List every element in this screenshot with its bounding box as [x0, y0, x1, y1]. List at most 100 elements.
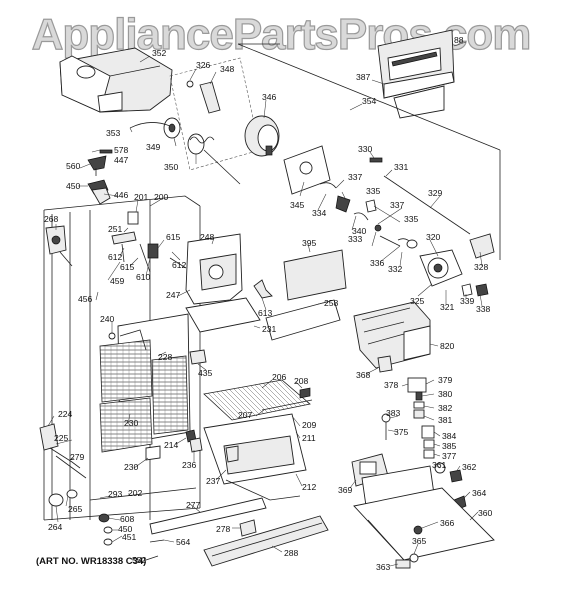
callout-237: 237: [206, 476, 221, 486]
callout-380: 380: [438, 389, 453, 399]
callout-383: 383: [386, 408, 401, 418]
callout-612-a: 612: [108, 252, 123, 262]
callout-610: 610: [136, 272, 151, 282]
icemaker-motor-325: [406, 239, 463, 287]
callout-224: 224: [58, 409, 73, 419]
callout-247: 247: [166, 290, 181, 300]
callout-369: 369: [338, 485, 353, 495]
callout-258: 258: [324, 298, 339, 308]
callout-560: 560: [66, 161, 81, 171]
callout-231: 231: [262, 324, 277, 334]
callout-200: 200: [154, 192, 169, 202]
auger-motor-346: [244, 115, 280, 157]
callout-345: 345: [290, 200, 305, 210]
callout-328: 328: [474, 262, 489, 272]
callout-337-b: 337: [390, 200, 405, 210]
callout-379: 379: [438, 375, 453, 385]
callout-214: 214: [164, 440, 179, 450]
callout-251: 251: [108, 224, 123, 234]
callout-446: 446: [114, 190, 129, 200]
base-rail-202: [89, 487, 197, 501]
bracket-446: [91, 187, 111, 205]
machine-compartment-360: [353, 465, 495, 561]
dashed-outline: [169, 57, 261, 171]
cover-258: [265, 299, 341, 341]
shutoff-arm-328: [469, 233, 495, 259]
callout-207: 207: [238, 410, 253, 420]
clip-339: [461, 283, 473, 297]
callout-330: 330: [358, 144, 373, 154]
callout-348: 348: [220, 64, 235, 74]
callout-451: 451: [122, 532, 137, 542]
callout-450-b: 450: [118, 524, 133, 534]
callout-387: 387: [356, 72, 371, 82]
callout-332: 332: [388, 264, 403, 274]
callout-334: 334: [312, 208, 327, 218]
callout-361: 361: [432, 460, 447, 470]
evaporator-228: [99, 313, 191, 453]
callout-325: 325: [410, 296, 425, 306]
callout-326: 326: [196, 60, 211, 70]
callout-338: 338: [476, 304, 491, 314]
callout-335-a: 335: [366, 186, 381, 196]
callout-337-a: 337: [348, 172, 363, 182]
valve-parts-378: [381, 377, 435, 459]
levers-337: [319, 182, 413, 247]
callout-279: 279: [70, 452, 85, 462]
thermostat-parts: [111, 211, 159, 273]
callout-88: 88: [454, 35, 464, 45]
icemaker-820: [353, 301, 431, 369]
callout-612-b: 612: [172, 260, 187, 270]
callout-265: 265: [68, 504, 83, 514]
callout-268: 268: [44, 214, 59, 224]
callout-456: 456: [78, 294, 93, 304]
callout-228: 228: [158, 352, 173, 362]
callout-366: 366: [440, 518, 455, 528]
light-socket-268: [45, 225, 73, 267]
leader-lines: [47, 41, 483, 567]
callout-354: 354: [362, 96, 377, 106]
callout-377: 377: [442, 451, 457, 461]
callout-320: 320: [426, 232, 441, 242]
callout-336: 336: [370, 258, 385, 268]
art-number: (ART NO. WR18338 C34): [36, 556, 147, 567]
callout-615-a: 615: [166, 232, 181, 242]
callout-362: 362: [462, 462, 477, 472]
callout-236: 236: [182, 460, 197, 470]
callout-329: 329: [428, 188, 443, 198]
clip-208: [299, 387, 311, 399]
clip-338: [475, 283, 489, 297]
callout-382: 382: [438, 403, 453, 413]
control-housing-248: [169, 233, 243, 305]
callout-459: 459: [110, 276, 125, 286]
callout-608: 608: [120, 514, 135, 524]
callout-552: 552: [132, 555, 147, 565]
callout-368: 368: [356, 370, 371, 380]
callout-613: 613: [258, 308, 273, 318]
callout-346: 346: [262, 92, 277, 102]
rail-277: [149, 497, 267, 535]
callout-353: 353: [106, 128, 121, 138]
callout-352: 352: [152, 48, 167, 58]
drain-parts-224: [39, 423, 87, 479]
callout-360: 360: [478, 508, 493, 518]
bracket-435: [189, 349, 207, 365]
callout-350: 350: [164, 162, 179, 172]
deflector-231: [185, 297, 261, 333]
callout-447: 447: [114, 155, 129, 165]
shelf-206: [203, 379, 313, 421]
callout-333: 333: [348, 234, 363, 244]
callout-349: 349: [146, 142, 161, 152]
callout-321: 321: [440, 302, 455, 312]
ice-bucket-352: [59, 47, 173, 113]
callout-381: 381: [438, 415, 453, 425]
dispenser-door-387: [377, 29, 455, 119]
shield-395: [283, 249, 347, 301]
callout-615-b: 615: [120, 262, 135, 272]
callout-278: 278: [216, 524, 231, 534]
callout-335-b: 335: [404, 214, 419, 224]
screw-578: [99, 149, 113, 154]
callout-288: 288: [284, 548, 299, 558]
callout-384: 384: [442, 431, 457, 441]
screw-330: [369, 157, 383, 163]
